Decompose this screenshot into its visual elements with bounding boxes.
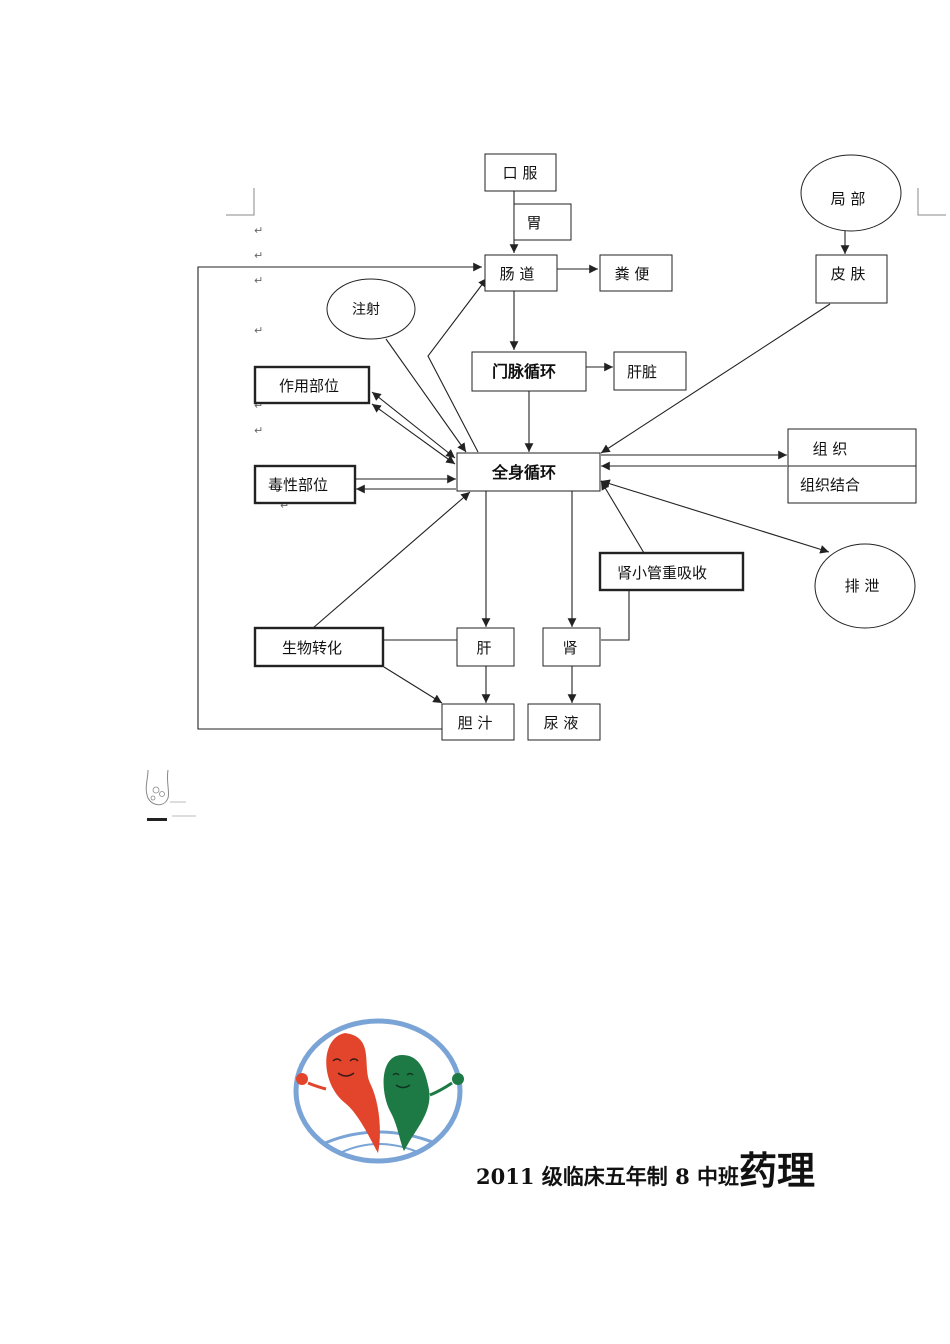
svg-text:肾小管重吸收: 肾小管重吸收: [617, 564, 707, 582]
svg-text:全身循环: 全身循环: [491, 463, 556, 482]
edge-action-site-systemic-1: [371, 391, 456, 459]
svg-text:肠 道: 肠 道: [500, 265, 535, 283]
svg-text:局 部: 局 部: [831, 190, 866, 208]
node-injection: 注射: [326, 278, 416, 340]
svg-text:生物转化: 生物转化: [282, 639, 342, 657]
svg-text:组 织: 组 织: [813, 440, 848, 458]
edge-biotransformation-to-bile: [383, 666, 443, 704]
node-stomach: 胃: [513, 203, 572, 241]
edge-reabsorption-to-systemic: [600, 480, 645, 554]
svg-text:口 服: 口 服: [503, 164, 538, 182]
page-corner-mark-left: [226, 188, 255, 216]
edge-bile-to-intestine: [197, 262, 482, 730]
svg-text:胆 汁: 胆 汁: [458, 714, 493, 732]
edge-systemic-to-intestine: [427, 277, 488, 453]
subject-label: 药理: [739, 1148, 816, 1193]
node-toxic-site: 毒性部位: [253, 464, 357, 505]
node-liver: 肝: [456, 627, 515, 667]
node-local: 局 部: [800, 154, 902, 232]
page-corner-mark-right: [917, 188, 946, 216]
footer-title: 2011 级临床五年制 8 中班药理: [476, 1140, 815, 1195]
edge-systemic-excretion: [600, 479, 830, 554]
node-tubular-reabsorption: 肾小管重吸收: [598, 551, 745, 592]
node-systemic: 全身循环: [456, 452, 601, 492]
svg-text:肾: 肾: [562, 639, 577, 657]
svg-text:↵: ↵: [254, 399, 263, 412]
svg-text:粪 便: 粪 便: [615, 265, 650, 283]
svg-text:↵: ↵: [254, 249, 263, 262]
svg-text:↵: ↵: [254, 274, 263, 287]
node-skin: 皮 肤: [815, 254, 888, 304]
node-oral: 口 服: [484, 153, 557, 192]
svg-text:注射: 注射: [352, 302, 380, 318]
node-biotransformation: 生物转化: [253, 626, 385, 668]
edge-reabsorption-kidney: [601, 590, 630, 641]
synapse-sketch: [145, 769, 196, 821]
class-logo: [293, 1018, 464, 1164]
node-liver-organ: 肝脏: [613, 351, 687, 391]
edge-biotransformation-to-systemic: [312, 491, 471, 629]
node-urine: 尿 液: [527, 703, 601, 741]
svg-text:↵: ↵: [254, 324, 263, 337]
svg-text:胃: 胃: [526, 214, 541, 232]
paragraph-marks: ↵ ↵ ↵ ↵ ↵ ↵ ↵: [254, 224, 289, 512]
node-bile: 胆 汁: [441, 703, 515, 741]
edge-skin-to-systemic: [600, 303, 831, 454]
course-label: 2011 级临床五年制 8 中班: [476, 1164, 739, 1189]
node-excretion: 排 泄: [814, 543, 916, 629]
node-action-site: 作用部位: [253, 365, 371, 405]
svg-text:肝脏: 肝脏: [627, 363, 657, 381]
svg-text:作用部位: 作用部位: [279, 377, 339, 395]
svg-text:毒性部位: 毒性部位: [268, 476, 328, 494]
node-tissue: 组 织 组织结合: [787, 428, 917, 504]
svg-text:门脉循环: 门脉循环: [492, 362, 556, 381]
svg-text:肝: 肝: [476, 639, 491, 657]
svg-text:皮 肤: 皮 肤: [831, 265, 866, 283]
node-portal: 门脉循环: [471, 351, 587, 392]
diagram-edges: [197, 191, 850, 730]
edge-action-site-systemic-2: [371, 403, 456, 465]
svg-text:↵: ↵: [280, 499, 289, 512]
svg-text:组织结合: 组织结合: [800, 476, 860, 494]
svg-text:尿 液: 尿 液: [544, 714, 579, 732]
svg-text:↵: ↵: [254, 424, 263, 437]
svg-text:↵: ↵: [254, 224, 263, 237]
node-kidney: 肾: [542, 627, 601, 667]
node-intestine: 肠 道: [484, 254, 558, 292]
node-feces: 粪 便: [599, 254, 673, 292]
svg-text:排 泄: 排 泄: [845, 577, 880, 595]
